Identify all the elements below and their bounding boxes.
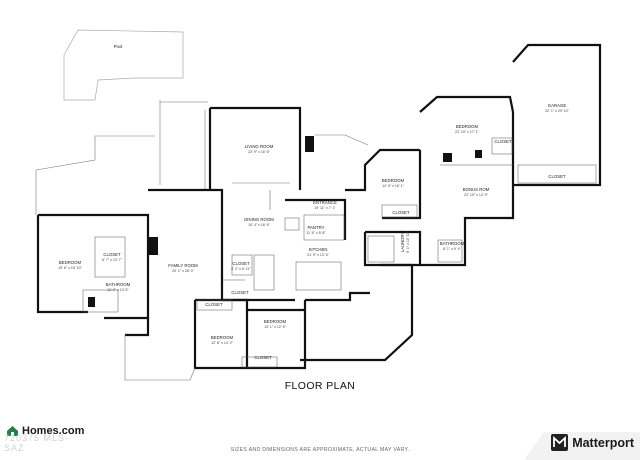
- pool-label: Pool: [114, 44, 123, 49]
- east-bathroom-label: BATHROOM: [440, 241, 465, 246]
- south-bedroom2-label: BEDROOM: [264, 319, 287, 324]
- ne-closet-label: CLOSET: [494, 139, 512, 144]
- center-closet-dim: 6' 2" x 6' 11": [231, 267, 251, 271]
- pantry-label: PANTRY: [307, 225, 324, 230]
- home-icon: [7, 426, 18, 436]
- size-disclaimer: SIZES AND DIMENSIONS ARE APPROXIMATE, AC…: [230, 447, 410, 453]
- entrance-label: ENTRANCE: [313, 200, 337, 205]
- exterior-walls: [36, 43, 602, 381]
- mid-bedroom-dim: 14' 5" x 16' 1": [382, 184, 404, 188]
- mid-closet-label: CLOSET: [392, 210, 410, 215]
- east-bathroom-dim: 8' 1" x 9' 4": [443, 247, 461, 251]
- pool-outline: [63, 29, 184, 101]
- laundry-label: LAUNDRY: [400, 232, 405, 253]
- interior-fixtures: [82, 137, 597, 368]
- living-room-dim: 23' 9" x 16' 6": [248, 150, 270, 154]
- kitchen-dim: 21' 9" x 13' 6": [307, 253, 329, 257]
- south-bedroom1-dim: 12' 8" x 14' 2": [211, 341, 233, 345]
- ne-bedroom-dim: 22' 10" x 17' 1": [455, 130, 479, 134]
- bonus-room-dim: 22' 10" x 12' 9": [464, 193, 488, 197]
- patio-lines: [35, 100, 369, 215]
- south-bedroom2-dim: 13' 1" x 12' 5": [264, 325, 286, 329]
- center-closet2-label: CLOSET: [231, 290, 249, 295]
- matterport-logo[interactable]: Matterport: [551, 434, 634, 451]
- west-bedroom-dim: 19' 6" x 15' 10": [58, 266, 82, 270]
- matterport-icon: [551, 434, 569, 451]
- center-closet-label: CLOSET: [232, 261, 250, 266]
- family-room-dim: 20' 1" x 28' 0": [172, 269, 194, 273]
- bonus-room-label: BONUS ROM: [463, 187, 490, 192]
- ne-bedroom-label: BEDROOM: [456, 124, 479, 129]
- south-bedroom1-label: BEDROOM: [211, 335, 234, 340]
- homes-logo[interactable]: Homes.com 720375 MLS-SAZ: [4, 425, 85, 453]
- dining-room-label: DINING ROOM: [244, 217, 274, 222]
- family-room-label: FAMILY ROOM: [168, 263, 198, 268]
- pantry-dim: 11' 6" x 5' 8": [306, 231, 326, 235]
- plan-title: FLOOR PLAN: [284, 380, 356, 392]
- living-room-label: LIVING ROOM: [245, 144, 274, 149]
- garage-dim: 22' 1" x 29' 10": [545, 109, 569, 113]
- mid-bedroom-label: BEDROOM: [382, 178, 405, 183]
- homes-logo-text: Homes.com: [22, 425, 85, 437]
- garage-label: GARAGE: [548, 103, 567, 108]
- matterport-logo-text: Matterport: [572, 435, 634, 450]
- west-bedroom-label: BEDROOM: [59, 260, 82, 265]
- west-bathroom-label: BATHROOM: [106, 282, 131, 287]
- kitchen-label: KITCHEN: [309, 247, 328, 252]
- garage-closet-label: CLOSET: [548, 174, 566, 179]
- laundry-dim: 6' 1" x 10' 10": [406, 230, 410, 252]
- west-closet-dim: 6' 7" x 10' 7": [102, 258, 122, 262]
- west-bathroom-dim: 11' 0" x 13' 5": [107, 288, 129, 292]
- listing-id-watermark: 720375 MLS-SAZ: [4, 433, 70, 453]
- fireplace-blocks: [88, 136, 482, 307]
- south-closet2-label: CLOSET: [254, 355, 272, 360]
- entrance-dim: 19' 11" x 7' 1": [314, 206, 336, 210]
- south-closet-label: CLOSET: [205, 302, 223, 307]
- dining-room-dim: 10' 4" x 16' 6": [248, 223, 270, 227]
- west-closet-label: CLOSET: [103, 252, 121, 257]
- room-labels: Pool LIVING ROOM 23' 9" x 16' 6" DINING …: [58, 44, 569, 360]
